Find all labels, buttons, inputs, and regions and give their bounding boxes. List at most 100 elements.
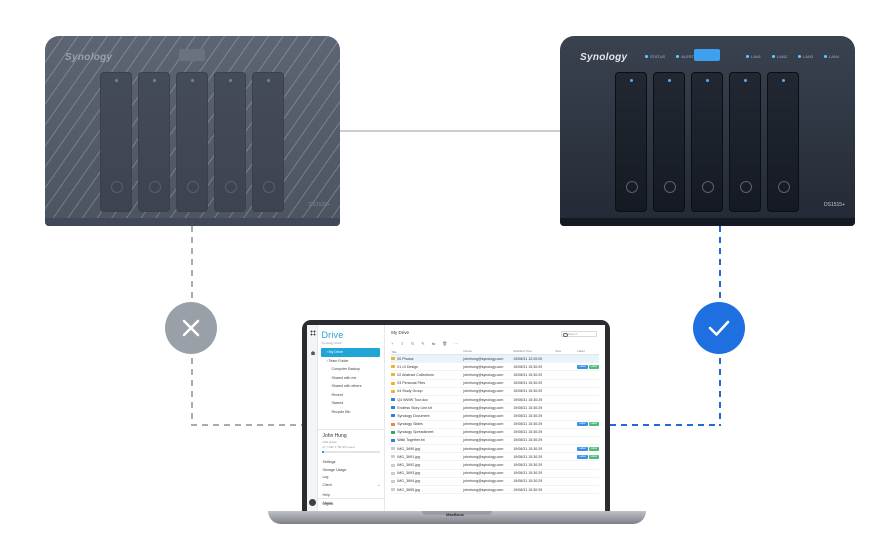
- drive-bay: [691, 72, 723, 212]
- modified-cell: 19/08/31 15:30:29: [513, 413, 543, 418]
- file-name: Synology Spreadsheet: [397, 430, 434, 435]
- modified-cell: 19/08/31 15:30:29: [513, 405, 543, 410]
- sidebar-item-recent[interactable]: Recent: [331, 392, 343, 397]
- home-icon[interactable]: [310, 351, 316, 355]
- app-rail: [307, 325, 319, 512]
- label-tag[interactable]: Label: [588, 364, 599, 369]
- modified-cell: 19/08/31 15:30:29: [513, 479, 543, 484]
- trash-icon[interactable]: 🗑: [442, 340, 448, 346]
- folder-icon: [391, 373, 396, 377]
- file-name: Q4 WWW Tour.doc: [397, 397, 428, 402]
- quota-usage: 27.7 GB / 1 TB (2%) used: [322, 445, 355, 449]
- modified-cell: 19/08/31 15:30:29: [513, 397, 543, 402]
- move-icon[interactable]: ⇆: [431, 340, 436, 346]
- menu-item-help[interactable]: Help: [322, 493, 330, 497]
- edit-icon[interactable]: ✎: [421, 340, 425, 346]
- user-name: John Hung: [322, 433, 347, 439]
- folder-icon: [391, 381, 396, 385]
- column-title[interactable]: Title: [391, 349, 397, 354]
- column-modified[interactable]: Modified Time: [513, 349, 532, 353]
- file-name: IMG_3691.jpg: [397, 454, 420, 459]
- img-icon: [391, 479, 396, 483]
- sidebar-item-shared-with-me[interactable]: Shared with me: [331, 375, 357, 380]
- sidebar-item-shared-with-others[interactable]: Shared with others: [331, 384, 362, 388]
- label-tag[interactable]: Label: [588, 446, 599, 451]
- quota-label: NAS Quota: [322, 440, 337, 444]
- label-tag[interactable]: Label: [577, 364, 588, 369]
- apps-grid-icon[interactable]: [310, 330, 316, 336]
- folder-icon: [391, 365, 396, 369]
- drive-app-window: Drive Synology Drive › My Drive › Team F…: [307, 325, 605, 512]
- quota-bar: [322, 451, 381, 453]
- column-size[interactable]: Size: [555, 349, 562, 353]
- sidebar-item-recycle-bin[interactable]: Recycle Bin: [331, 409, 351, 414]
- user-panel: John Hung NAS Quota 27.7 GB / 1 TB (2%) …: [318, 429, 385, 456]
- label-tag[interactable]: Label: [588, 454, 599, 459]
- file-name: Synology Document: [397, 413, 430, 418]
- search-input[interactable]: Search: [561, 331, 597, 337]
- failed-connection-line: [191, 424, 306, 426]
- sidebar-item-starred[interactable]: Starred: [331, 401, 344, 405]
- label-tag[interactable]: Label: [577, 454, 588, 459]
- column-owner[interactable]: Owner: [463, 349, 473, 353]
- sidebar-item-my-drive[interactable]: › My Drive: [321, 348, 381, 357]
- nas-lcd-icon: [179, 49, 205, 61]
- label-tag[interactable]: Label: [588, 422, 599, 427]
- sidebar-item-computer-backup[interactable]: Computer Backup: [331, 367, 361, 371]
- img-icon: [391, 455, 396, 459]
- drive-logo: Drive: [321, 330, 344, 340]
- drive-bay: [729, 72, 761, 212]
- quota-bar-fill: [322, 451, 324, 453]
- add-icon[interactable]: +: [391, 340, 394, 346]
- sidebar-item-team-folder[interactable]: › Team Folder: [326, 358, 349, 363]
- file-name-cell: Synology Slides: [391, 422, 463, 426]
- menu-item-client[interactable]: Client⌄: [322, 482, 380, 490]
- file-name-cell: IMG_3690.jpg: [391, 447, 463, 451]
- table-header: Title Owner Modified Time Size Label: [391, 349, 599, 355]
- menu-item-label: Client: [322, 482, 332, 487]
- refresh-icon[interactable]: ↻: [410, 340, 415, 346]
- menu-item-log[interactable]: Log: [322, 475, 329, 479]
- file-name: Walk Together.txt: [397, 438, 425, 443]
- menu-item-about[interactable]: About: [322, 500, 332, 505]
- upload-icon[interactable]: ⇧: [400, 340, 404, 346]
- led-indicator: LAN1: [746, 54, 761, 59]
- led-indicator: LAN2: [772, 54, 787, 59]
- label-tag[interactable]: Label: [577, 422, 588, 427]
- modified-cell: 19/08/31 15:30:29: [513, 381, 543, 386]
- menu-item-storage-usage[interactable]: Storage Usage: [322, 467, 347, 472]
- label-tag[interactable]: Label: [577, 446, 588, 451]
- menu-item-settings[interactable]: Settings: [322, 460, 336, 464]
- file-name: IMG_3693.jpg: [397, 471, 420, 476]
- logout-button[interactable]: Logout: [318, 498, 385, 506]
- file-name: 03 Personal Files: [397, 381, 426, 386]
- owner-cell: johnhung@synology.com: [463, 356, 504, 361]
- nas-drive-bays: [615, 72, 799, 212]
- avatar[interactable]: [309, 499, 316, 506]
- column-label[interactable]: Label: [577, 349, 585, 353]
- owner-cell: johnhung@synology.com: [463, 487, 504, 492]
- file-name: 02 Abstract Collections: [397, 372, 434, 377]
- more-icon[interactable]: ⋯: [454, 340, 459, 346]
- led-indicator: STATUS: [645, 54, 665, 59]
